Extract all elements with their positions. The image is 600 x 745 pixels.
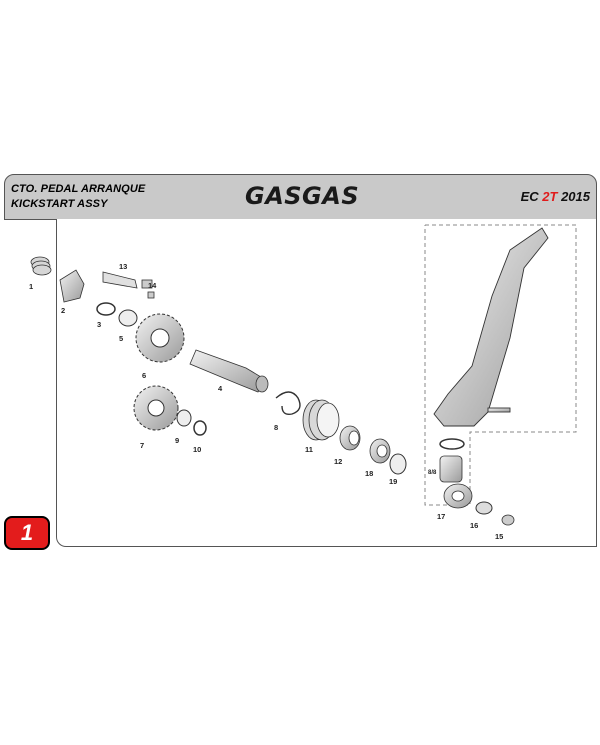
model-label: EC 2T 2015	[521, 189, 590, 204]
callout-4: 4	[218, 384, 223, 393]
header-bar: CTO. PEDAL ARRANQUE KICKSTART ASSY GASGA…	[4, 174, 597, 220]
part-12-bushing	[339, 425, 361, 451]
callout-11: 11	[305, 445, 313, 454]
callout-14: 14	[148, 281, 157, 290]
part-8-spring	[275, 391, 301, 416]
callout-10: 10	[193, 445, 201, 454]
part-3-clip	[96, 302, 116, 316]
part-2-ratchet	[59, 269, 85, 303]
model-year: 2015	[557, 189, 590, 204]
callout-2: 2	[61, 306, 65, 315]
pedal-enclosure-dashed	[424, 224, 577, 506]
part-15-bolt	[501, 514, 515, 526]
part-14-bolt	[141, 279, 155, 299]
annotation-8-8: 8/8	[428, 470, 437, 476]
callout-18: 18	[365, 469, 373, 478]
part-9-washer	[176, 409, 192, 427]
part-7-gear	[133, 385, 179, 431]
callout-3: 3	[97, 320, 101, 329]
callout-1: 1	[29, 282, 33, 291]
callout-15: 15	[495, 532, 503, 541]
part-5-washer	[118, 309, 138, 327]
model-prefix: EC	[520, 189, 543, 204]
part-1-spring	[30, 256, 52, 276]
callout-9: 9	[175, 436, 179, 445]
callout-16: 16	[470, 521, 478, 530]
callout-7: 7	[140, 441, 144, 450]
part-19-seal	[389, 453, 407, 475]
part-11-coil	[302, 399, 340, 441]
title-spanish: CTO. PEDAL ARRANQUE	[11, 183, 146, 195]
callout-6: 6	[142, 371, 146, 380]
kickstart-lever-arm	[433, 227, 549, 427]
brand-logo: GASGAS	[245, 182, 360, 210]
page-number-badge: 1	[4, 516, 50, 550]
title-english: KICKSTART ASSY	[11, 198, 108, 210]
model-highlight: 2T	[542, 189, 558, 204]
callout-12: 12	[334, 457, 342, 466]
callout-19: 19	[389, 477, 397, 486]
callout-5: 5	[119, 334, 123, 343]
part-17-pedal-boss	[439, 455, 473, 509]
part-6-gear	[135, 313, 185, 363]
o-ring-icon	[439, 438, 465, 450]
callout-17: 17	[437, 512, 445, 521]
callout-13: 13	[119, 262, 127, 271]
part-18-bearing	[369, 438, 391, 464]
part-16-washer	[475, 501, 493, 515]
part-13-guide	[102, 271, 138, 289]
part-10-clip	[193, 420, 207, 436]
part-4-shaft	[189, 349, 269, 393]
callout-8: 8	[274, 423, 278, 432]
